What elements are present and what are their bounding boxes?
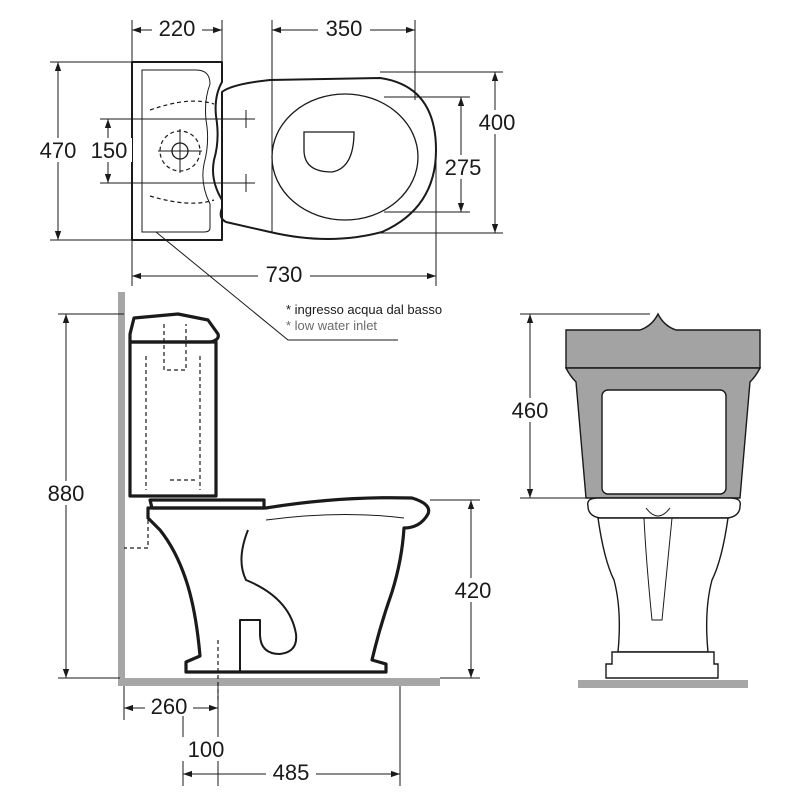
front-view-seat xyxy=(587,497,741,519)
dim-420-bg xyxy=(448,578,498,602)
dim-470-bg xyxy=(36,138,82,162)
top-view-hidden-line-1 xyxy=(149,100,215,111)
dim-275-label: 275 xyxy=(445,155,482,180)
top-view-hidden-line-2 xyxy=(149,195,215,204)
dim-470-label: 470 xyxy=(40,138,77,163)
side-view-tank-lid xyxy=(128,312,220,344)
dim-730-label: 730 xyxy=(266,262,303,287)
dim-350-bg xyxy=(318,16,370,40)
dim-260-bg xyxy=(145,694,193,718)
front-view-bowl xyxy=(597,517,729,653)
front-view: 460 xyxy=(506,312,762,688)
top-view-tank-inner xyxy=(141,69,211,233)
dim-350-label: 350 xyxy=(326,16,363,41)
note-water-inlet-en: * low water inlet xyxy=(286,318,377,333)
front-view-base xyxy=(605,651,719,679)
dim-400-label: 400 xyxy=(479,110,516,135)
top-view-tank xyxy=(131,61,223,241)
front-view-flush-pipe xyxy=(643,517,673,621)
dim-730-bg xyxy=(258,262,310,286)
dim-100-label: 100 xyxy=(188,737,225,762)
side-view-tank-body xyxy=(128,340,218,498)
dim-880-label: 880 xyxy=(48,481,85,506)
front-view-tank-panel xyxy=(601,389,727,495)
dim-100-bg xyxy=(182,737,230,761)
side-view-wall xyxy=(118,292,125,684)
side-view-rim-line xyxy=(265,513,405,521)
dim-485-bg xyxy=(266,760,316,784)
dim-260-label: 260 xyxy=(151,694,188,719)
dim-460-label: 460 xyxy=(512,398,549,423)
front-view-floor xyxy=(578,680,748,688)
side-view-floor xyxy=(118,678,440,686)
side-view-trap xyxy=(239,529,298,672)
front-view-tank-lid xyxy=(565,312,761,369)
dim-460-bg xyxy=(506,398,554,422)
side-view-tank-hidden xyxy=(145,324,201,490)
side-view: 880 420 260 100 485 xyxy=(42,292,498,786)
side-view-bowl xyxy=(146,496,431,674)
dim-420-label: 420 xyxy=(455,578,492,603)
front-view-pipe-joint xyxy=(645,507,671,517)
note-water-inlet-it: * ingresso acqua dal basso xyxy=(286,302,442,317)
dim-220-bg xyxy=(152,16,202,40)
dim-880-bg xyxy=(42,481,90,505)
dim-150-label: 150 xyxy=(91,138,128,163)
dim-485-label: 485 xyxy=(273,760,310,785)
top-view-flush-cutout xyxy=(303,131,355,173)
top-view-bowl xyxy=(219,77,437,240)
dim-220-label: 220 xyxy=(159,16,196,41)
dim-150-bg xyxy=(86,138,132,162)
top-view: 220 350 470 150 400 275 730 xyxy=(36,16,522,341)
dim-400-bg xyxy=(472,110,522,134)
dim-275-bg xyxy=(440,155,490,179)
inlet-note-leader xyxy=(155,231,398,341)
side-view-inlet-pipe xyxy=(124,520,149,549)
top-view-seat-opening xyxy=(271,93,419,221)
